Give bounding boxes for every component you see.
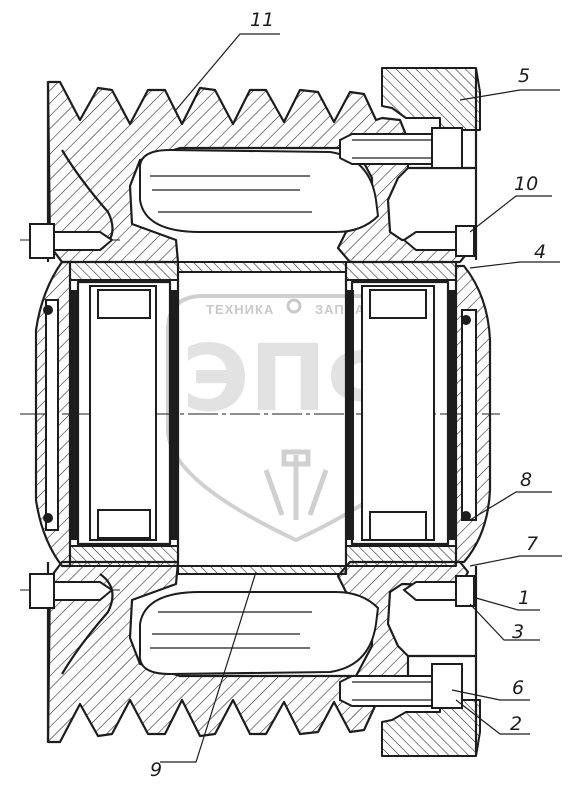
callout-7: 7 [526,533,538,555]
wheat-emblem-icon [263,449,329,520]
callout-8: 8 [520,469,532,491]
pulley-upper-cavity [138,148,380,233]
callout-3: 3 [512,621,524,643]
bolt-upper-hub-right [402,225,475,257]
watermark-brand-left: ТЕХНИКА [206,302,274,317]
pulley-lower-cavity-detail [150,611,312,649]
pulley-lower-cavity [138,591,380,676]
flange-outline-right [408,68,478,756]
right-hub-cover-inner [461,309,477,521]
callout-1: 1 [518,587,530,609]
callout-2: 2 [510,713,522,735]
callout-4: 4 [534,241,546,263]
bolt-upper-right [339,127,463,169]
flange-upper [381,67,481,131]
bolt-upper-left [29,223,114,259]
gear-icon [286,298,302,314]
spacer-tube-top [177,261,347,273]
seal-ring-lower-right [461,511,471,521]
seal-ring-lower-left [43,513,53,523]
seal-ring-upper-left [43,305,53,315]
callout-10: 10 [514,173,538,195]
left-bearing [69,261,179,567]
spacer-tube-bottom [177,565,347,575]
right-bearing [345,261,457,567]
callout-5: 5 [518,65,530,87]
seal-ring-upper-right [461,315,471,325]
left-hub-cover-inner [45,299,59,531]
leader-lines [160,33,562,763]
bolt-lower-left [29,573,114,609]
callout-9: 9 [150,759,162,781]
callout-11: 11 [250,9,274,31]
bolt-lower-hub-right [402,575,475,607]
callout-6: 6 [512,677,524,699]
pulley-upper-cavity-detail [150,175,312,213]
